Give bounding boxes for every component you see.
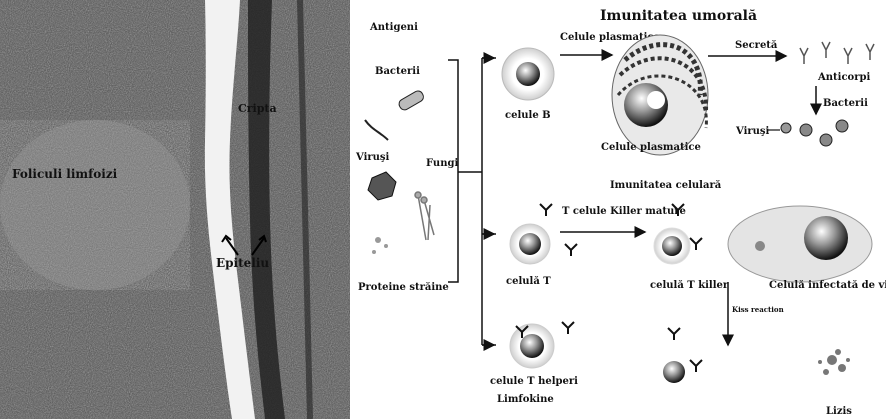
b-cell: [516, 62, 540, 86]
label-antigeni: Antigeni: [369, 22, 418, 33]
t-killer-cell-2: [663, 361, 685, 383]
antigen-bracket: [448, 60, 472, 282]
t-killer-cell: [662, 236, 682, 256]
fungi-icon: [415, 192, 434, 240]
label-bacterii-2: Bacterii: [823, 98, 868, 109]
label-foliculi: Foliculi limfoizi: [12, 167, 118, 181]
label-celule-b: celule B: [505, 110, 551, 121]
label-virusi-2: Viruşi: [735, 126, 770, 137]
label-anticorpi: Anticorpi: [817, 72, 870, 83]
plasma-cell: [612, 35, 708, 155]
bacteria-cluster-icon: [781, 120, 848, 146]
label-t-killer-mature: T celule Killer mature: [562, 206, 686, 217]
antibody-icons: [800, 42, 874, 64]
label-celule-t-helper: celule T helperi: [490, 376, 578, 387]
protein-icon: [372, 237, 388, 254]
immunity-diagram: Imunitatea umorală Imunitatea celulară A…: [350, 0, 886, 419]
virus-icon: [368, 172, 396, 200]
t-cell: [519, 233, 541, 255]
label-kiss-reaction: Kiss reaction: [732, 305, 784, 314]
label-limfokine: Limfokine: [497, 394, 554, 405]
label-celula-infectata: Celulă infectată de viruşi: [769, 280, 886, 291]
t-helper-cell: [520, 334, 544, 358]
tonsil-micrograph: Cripta Foliculi limfoizi Epiteliu: [0, 0, 350, 419]
bacteria-icon: [365, 89, 425, 140]
title-celulara: Imunitatea celulară: [610, 180, 722, 191]
label-proteine-text: Proteine străine: [358, 282, 449, 293]
lysis-debris-icon: [818, 349, 850, 375]
label-virusi: Viruşi: [355, 152, 390, 163]
label-fungi: Fungi: [426, 158, 458, 169]
label-proteine: Proteine străine: [358, 282, 449, 293]
label-bacterii: Bacterii: [375, 66, 420, 77]
title-umorala: Imunitatea umorală: [600, 8, 757, 24]
label-epiteliu: Epiteliu: [216, 256, 269, 270]
label-lizis: Lizis: [826, 406, 852, 417]
infected-cell: [728, 206, 872, 282]
label-cripta: Cripta: [238, 102, 277, 115]
label-celula-t-killer: celulă T killer: [650, 280, 729, 291]
fanout-lines: [482, 58, 496, 345]
label-secreta: Secretă: [735, 40, 778, 51]
label-celula-t: celulă T: [506, 276, 551, 287]
label-celule-plasmatice-bottom: Celule plasmatice: [601, 142, 701, 153]
